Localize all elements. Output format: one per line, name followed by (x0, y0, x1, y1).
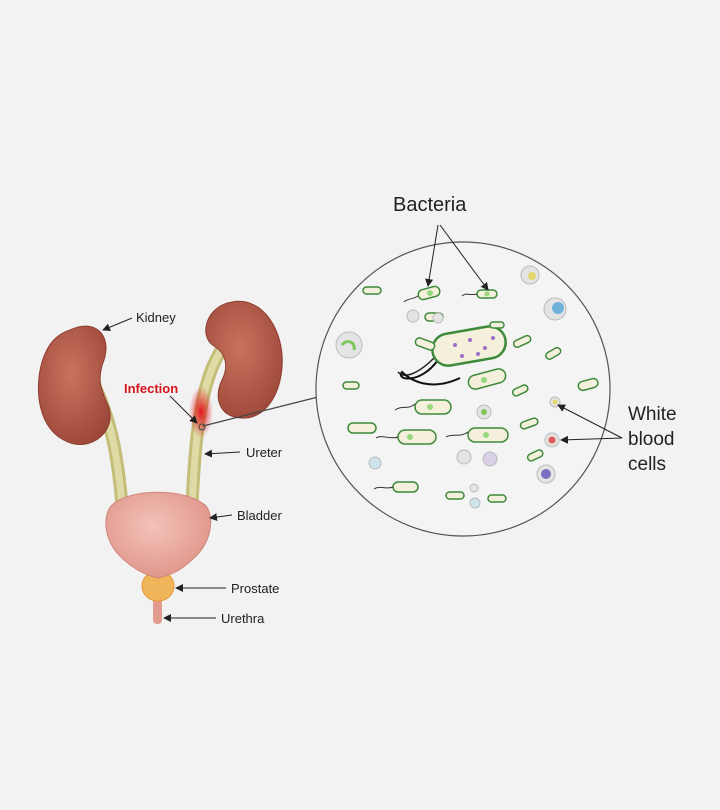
kidney-pointer (102, 317, 133, 332)
large-bacterium (397, 325, 507, 386)
white-blood-cells-label: White blood cells (628, 402, 677, 477)
white-blood-cells-label-line2: blood (628, 429, 675, 450)
left-kidney (37, 325, 111, 445)
white-blood-cell (335, 331, 363, 359)
urethra-label: Urethra (221, 611, 265, 626)
kidney-label: Kidney (136, 310, 176, 325)
bacteria-label: Bacteria (393, 194, 467, 216)
magnified-view (315, 241, 611, 537)
infection-label: Infection (124, 381, 179, 396)
ureter-pointer (204, 449, 241, 458)
bladder-pointer (209, 513, 233, 522)
prostate-label: Prostate (231, 581, 280, 596)
infection-pointer (169, 395, 198, 424)
ureter-label: Ureter (246, 445, 283, 460)
bacteria-group (342, 285, 599, 503)
bladder-label: Bladder (237, 508, 282, 523)
white-blood-cells-label-line3: cells (628, 454, 667, 475)
white-blood-cells-label-line1: White (628, 404, 677, 425)
bladder (105, 491, 212, 579)
right-kidney (205, 300, 283, 419)
